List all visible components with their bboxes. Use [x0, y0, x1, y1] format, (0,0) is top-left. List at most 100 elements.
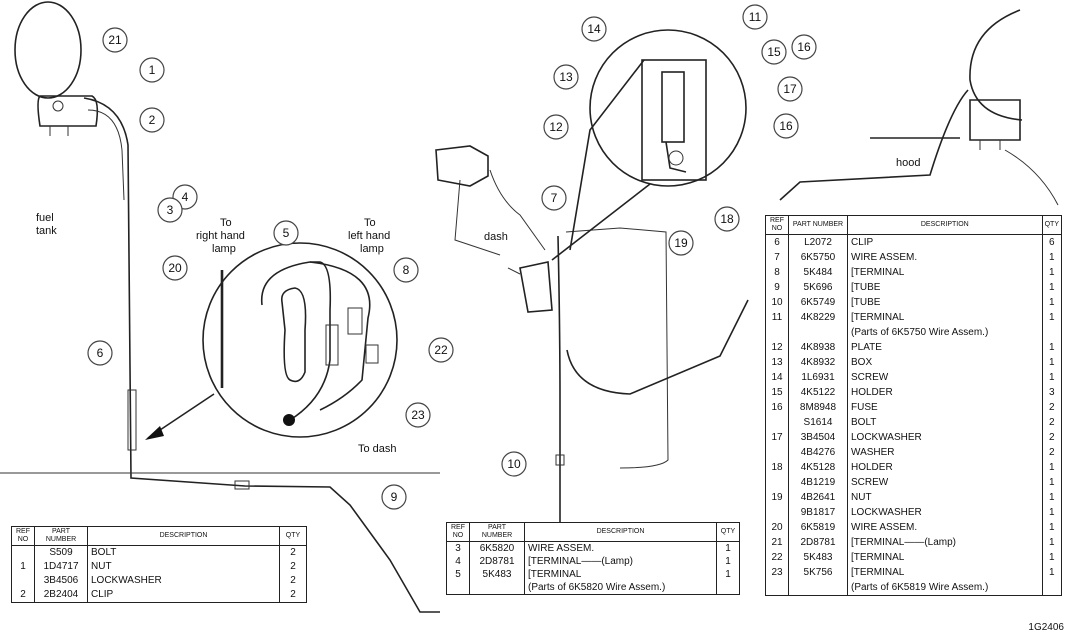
- cell-desc: NUT: [847, 490, 1043, 505]
- col-qty: QTY: [1041, 215, 1063, 235]
- dash-label: dash: [484, 231, 508, 243]
- col-ref: REF NO: [446, 522, 470, 542]
- cell-ref: 5: [446, 568, 470, 581]
- cell-qty: 2: [279, 545, 307, 560]
- cell-part: 4B4276: [788, 445, 848, 460]
- cell-desc: [TUBE: [847, 280, 1043, 295]
- cell-qty: 1: [716, 555, 740, 568]
- cell-qty: 1: [1041, 310, 1063, 325]
- cell-part: [788, 325, 848, 340]
- svg-text:12: 12: [549, 120, 563, 134]
- svg-text:2: 2: [149, 113, 156, 127]
- cell-desc: SCREW: [847, 475, 1043, 490]
- callout-13: 13: [553, 64, 579, 90]
- cell-part: L2072: [788, 234, 848, 250]
- cell-desc: FUSE: [847, 400, 1043, 415]
- col-ref: REF NO: [765, 215, 789, 235]
- col-desc: DESCRIPTION: [524, 522, 717, 542]
- svg-text:23: 23: [411, 408, 425, 422]
- callout-16: 16: [773, 113, 799, 139]
- hood-label: hood: [896, 157, 920, 169]
- callout-1: 1: [139, 57, 165, 83]
- cell-part: 5K756: [788, 565, 848, 580]
- cell-ref: 17: [765, 430, 789, 445]
- cell-qty: 1: [1041, 505, 1063, 520]
- table-row: (Parts of 6K5819 Wire Assem.): [765, 580, 1063, 596]
- cell-qty: 1: [716, 568, 740, 581]
- cell-qty: 2: [279, 560, 307, 574]
- cell-qty: 1: [1041, 550, 1063, 565]
- headlight-switch: [435, 145, 553, 313]
- svg-text:19: 19: [674, 236, 688, 250]
- callout-3: 3: [157, 197, 183, 223]
- cell-part: 2D8781: [469, 555, 525, 568]
- callout-15: 15: [761, 39, 787, 65]
- cell-qty: 1: [1041, 250, 1063, 265]
- cell-part: 5K483: [788, 550, 848, 565]
- svg-text:8: 8: [403, 263, 410, 277]
- callout-2: 2: [139, 107, 165, 133]
- cell-qty: 2: [1041, 415, 1063, 430]
- callout-18: 18: [714, 206, 740, 232]
- cell-ref: 8: [765, 265, 789, 280]
- col-part: PART NUMBER: [469, 522, 525, 542]
- cell-qty: 2: [1041, 445, 1063, 460]
- cell-ref: 12: [765, 340, 789, 355]
- cell-ref: 14: [765, 370, 789, 385]
- cell-part: 5K483: [469, 568, 525, 581]
- cell-desc: CLIP: [87, 588, 280, 603]
- table-row: (Parts of 6K5820 Wire Assem.): [446, 581, 740, 595]
- cell-qty: 2: [1041, 430, 1063, 445]
- cell-qty: 1: [1041, 565, 1063, 580]
- cell-desc: [TERMINAL——(Lamp): [524, 555, 717, 568]
- callout-9: 9: [381, 484, 407, 510]
- svg-text:3: 3: [167, 203, 174, 217]
- cell-ref: 16: [765, 400, 789, 415]
- svg-text:13: 13: [559, 70, 573, 84]
- svg-text:9: 9: [391, 490, 398, 504]
- cell-ref: 7: [765, 250, 789, 265]
- table-row: (Parts of 6K5750 Wire Assem.): [765, 325, 1063, 340]
- cell-qty: 1: [1041, 460, 1063, 475]
- cell-desc: [TERMINAL: [847, 550, 1043, 565]
- svg-text:22: 22: [434, 343, 448, 357]
- cell-qty: 1: [1041, 280, 1063, 295]
- svg-text:18: 18: [720, 212, 734, 226]
- cell-ref: [765, 445, 789, 460]
- cell-part: 3B4504: [788, 430, 848, 445]
- cell-qty: 1: [1041, 340, 1063, 355]
- cell-qty: 2: [1041, 400, 1063, 415]
- svg-text:14: 14: [587, 22, 601, 36]
- cell-part: 6K5820: [469, 541, 525, 555]
- cell-ref: 6: [765, 234, 789, 250]
- cell-part: [788, 580, 848, 596]
- cell-part: 3B4506: [34, 574, 88, 588]
- cell-ref: [765, 475, 789, 490]
- callout-19: 19: [668, 230, 694, 256]
- cell-desc: [TERMINAL: [524, 568, 717, 581]
- cell-desc: HOLDER: [847, 460, 1043, 475]
- cell-desc: [TERMINAL: [847, 310, 1043, 325]
- cell-qty: 1: [1041, 295, 1063, 310]
